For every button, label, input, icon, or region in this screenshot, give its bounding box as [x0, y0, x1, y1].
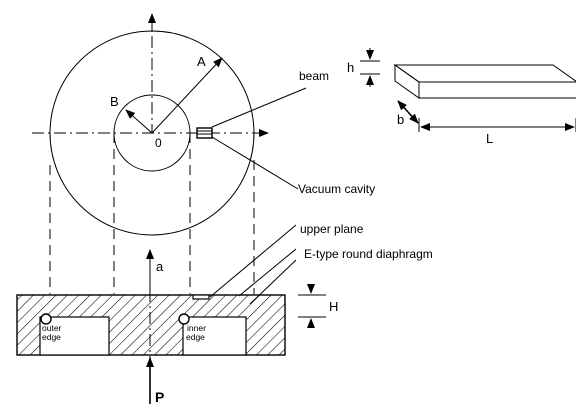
- cavity-right: [182, 316, 247, 356]
- label-b-beam: b: [397, 112, 404, 127]
- label-diaphragm: E-type round diaphragm: [304, 247, 433, 261]
- label-inner-edge-2: edge: [186, 332, 205, 342]
- label-outer-edge-2: edge: [42, 332, 61, 342]
- label-outer-edge-1: outer: [42, 323, 62, 333]
- beam-element: [196, 127, 213, 139]
- label-l: L: [486, 131, 493, 146]
- label-p: P: [155, 389, 164, 405]
- label-h: h: [347, 60, 354, 75]
- radius-b-arrow: [125, 109, 153, 134]
- label-b: B: [110, 94, 119, 109]
- label-origin: 0: [155, 136, 162, 150]
- label-beam: beam: [299, 69, 329, 83]
- label-upper-plane: upper plane: [300, 222, 364, 236]
- beam-3d-box: h b L: [347, 48, 576, 146]
- cavity-left: [39, 316, 110, 356]
- label-a-small: a: [156, 259, 164, 274]
- annotations: beam Vacuum cavity upper plane E-type ro…: [209, 69, 433, 305]
- inner-edge-marker: [178, 313, 190, 325]
- top-view: A B 0: [32, 13, 269, 236]
- projection-lines: [49, 133, 255, 294]
- label-vacuum-cavity: Vacuum cavity: [298, 182, 375, 196]
- radius-a-arrow: [151, 57, 223, 134]
- label-a: A: [197, 54, 206, 69]
- beam-on-surface: [192, 294, 210, 300]
- section-view: outer edge inner edge a P H: [16, 249, 338, 405]
- label-inner-edge-1: inner: [187, 323, 206, 333]
- outer-edge-marker: [40, 313, 52, 325]
- label-h-thickness: H: [329, 299, 338, 314]
